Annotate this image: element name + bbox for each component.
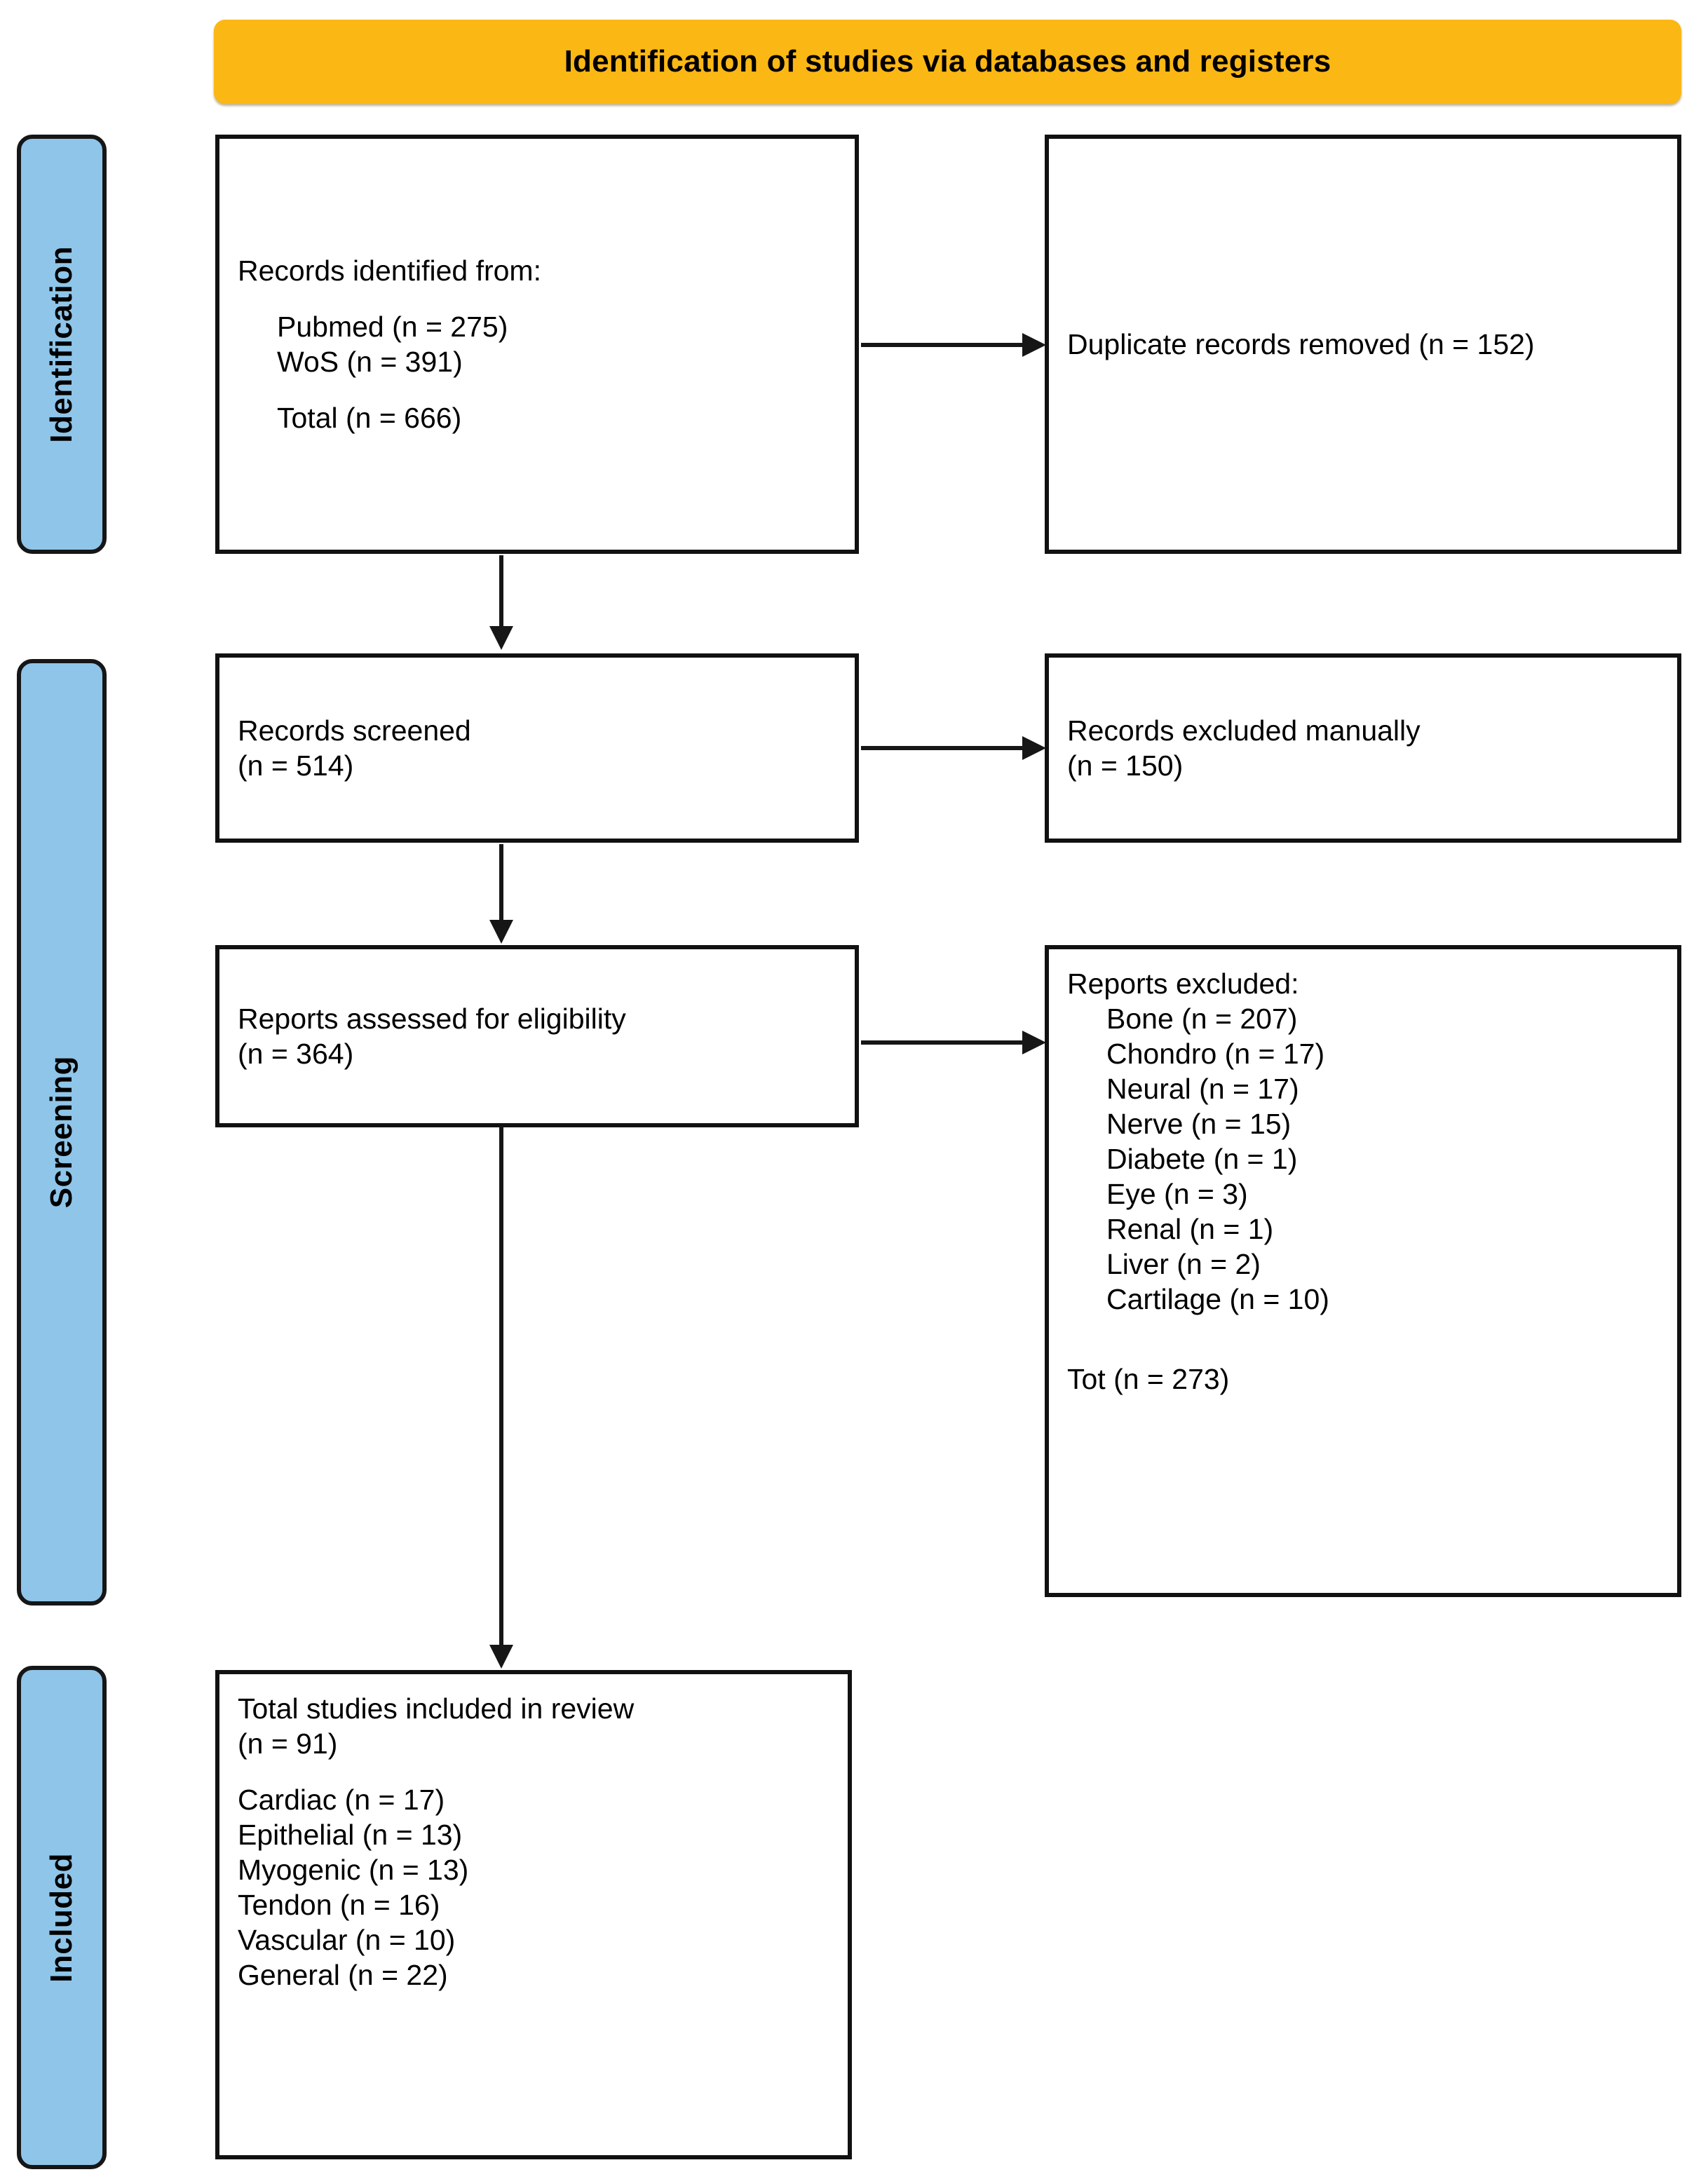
arrow-right-icon-eligibility-to-reports-excluded	[1022, 1031, 1046, 1054]
included-count: (n = 91)	[238, 1727, 338, 1760]
stage-label-identification-text: Identification	[44, 245, 79, 443]
box-reports-excluded: Reports excluded: Bone (n = 207) Chondro…	[1045, 945, 1681, 1597]
box-reports-assessed-eligibility: Reports assessed for eligibility (n = 36…	[215, 945, 859, 1127]
reports-excluded-item-cartilage: Cartilage (n = 10)	[1106, 1283, 1329, 1316]
diagram-title: Identification of studies via databases …	[564, 44, 1331, 79]
included-item-vascular: Vascular (n = 10)	[238, 1924, 456, 1957]
duplicate-records-text: Duplicate records removed (n = 152)	[1067, 327, 1535, 360]
included-item-general: General (n = 22)	[238, 1959, 448, 1992]
records-identified-gap-2	[238, 379, 836, 400]
arrow-down-icon-screened-to-eligibility	[489, 920, 513, 944]
reports-excluded-item-liver: Liver (n = 2)	[1106, 1248, 1261, 1281]
reports-eligibility-count: (n = 364)	[238, 1038, 354, 1070]
box-records-identified: Records identified from: Pubmed (n = 275…	[215, 135, 859, 554]
diagram-header-banner: Identification of studies via databases …	[214, 20, 1681, 104]
box-records-screened: Records screened (n = 514)	[215, 653, 859, 843]
reports-eligibility-label: Reports assessed for eligibility	[238, 1002, 626, 1035]
included-item-tendon: Tendon (n = 16)	[238, 1889, 440, 1922]
box-records-excluded-manually: Records excluded manually (n = 150)	[1045, 653, 1681, 843]
reports-excluded-item-chondro: Chondro (n = 17)	[1106, 1038, 1325, 1071]
records-excluded-manually-count: (n = 150)	[1067, 749, 1184, 782]
connector-identified-to-screened	[499, 555, 503, 628]
records-identified-heading: Records identified from:	[238, 254, 541, 287]
records-identified-total: Total (n = 666)	[277, 402, 462, 435]
records-screened-count: (n = 514)	[238, 749, 354, 782]
records-screened-label: Records screened	[238, 714, 471, 747]
connector-identified-to-duplicates	[861, 343, 1032, 347]
included-heading: Total studies included in review	[238, 1692, 635, 1725]
arrow-right-icon-identified-to-duplicates	[1022, 333, 1046, 357]
included-item-myogenic: Myogenic (n = 13)	[238, 1854, 469, 1887]
reports-excluded-item-neural: Neural (n = 17)	[1106, 1073, 1299, 1106]
included-item-epithelial: Epithelial (n = 13)	[238, 1819, 463, 1852]
stage-label-screening: Screening	[17, 659, 107, 1606]
box-total-studies-included: Total studies included in review (n = 91…	[215, 1670, 852, 2159]
stage-label-included-text: Included	[44, 1852, 79, 1983]
records-excluded-manually-label: Records excluded manually	[1067, 714, 1421, 747]
records-identified-source-wos: WoS (n = 391)	[277, 346, 463, 378]
reports-excluded-item-nerve: Nerve (n = 15)	[1106, 1108, 1292, 1141]
reports-excluded-item-renal: Renal (n = 1)	[1106, 1213, 1274, 1246]
stage-label-identification: Identification	[17, 135, 107, 554]
included-item-cardiac: Cardiac (n = 17)	[238, 1784, 445, 1817]
arrow-down-icon-eligibility-to-included	[489, 1645, 513, 1669]
connector-screened-to-excluded-manually	[861, 746, 1032, 750]
reports-excluded-gap	[1067, 1317, 1659, 1362]
records-identified-gap-1	[238, 288, 836, 309]
connector-eligibility-to-reports-excluded	[861, 1040, 1032, 1045]
records-identified-source-pubmed: Pubmed (n = 275)	[277, 310, 508, 343]
stage-label-included: Included	[17, 1666, 107, 2169]
connector-screened-to-eligibility	[499, 844, 503, 921]
reports-excluded-item-bone: Bone (n = 207)	[1106, 1003, 1298, 1036]
stage-label-screening-text: Screening	[44, 1056, 79, 1209]
connector-eligibility-to-included	[499, 1126, 503, 1648]
reports-excluded-heading: Reports excluded:	[1067, 968, 1299, 1000]
reports-excluded-item-eye: Eye (n = 3)	[1106, 1178, 1248, 1211]
arrow-down-icon-identified-to-screened	[489, 626, 513, 650]
reports-excluded-total: Tot (n = 273)	[1067, 1363, 1230, 1396]
box-duplicate-records-removed: Duplicate records removed (n = 152)	[1045, 135, 1681, 554]
included-gap	[238, 1761, 829, 1782]
reports-excluded-item-diabete: Diabete (n = 1)	[1106, 1143, 1298, 1176]
arrow-right-icon-screened-to-excluded-manually	[1022, 736, 1046, 760]
